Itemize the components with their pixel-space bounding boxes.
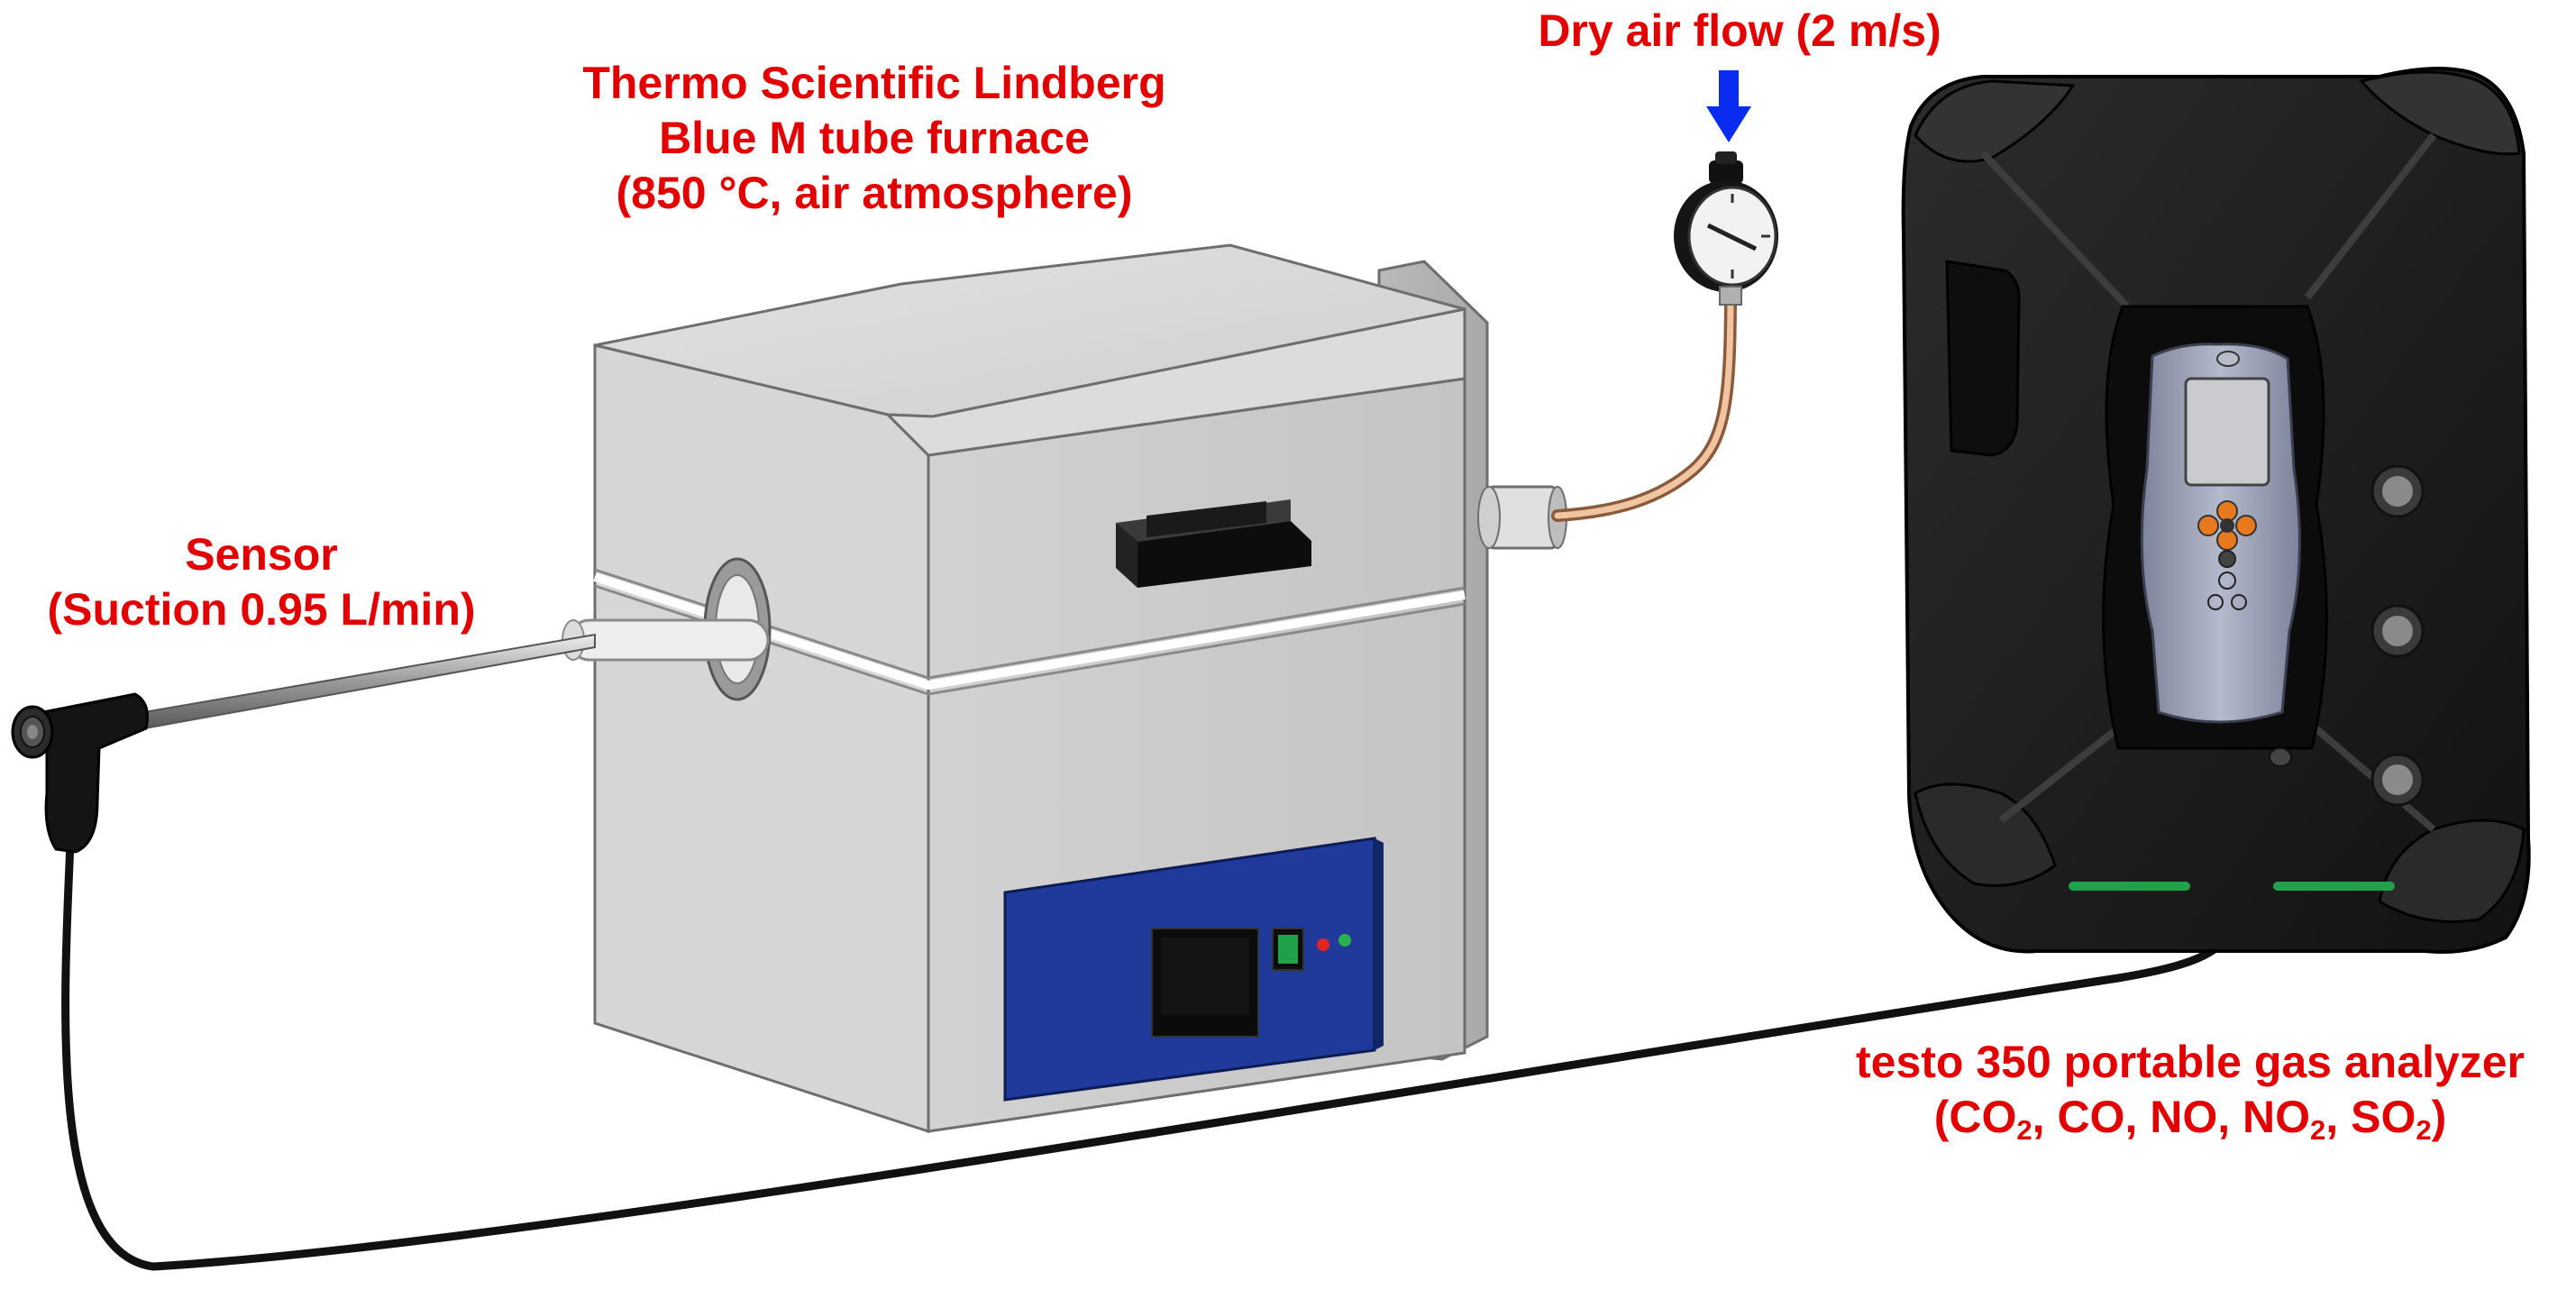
indicator-light-red — [1317, 938, 1329, 951]
air-flow-label: Dry air flow (2 m/s) — [1469, 4, 2010, 59]
analyzer-label-line-1: testo 350 portable gas analyzer — [1856, 1037, 2525, 1087]
sensor-label-line-2: (Suction 0.95 L/min) — [47, 584, 476, 635]
furnace-label-line-2: Blue M tube furnace — [659, 113, 1090, 163]
gas-analyzer — [1901, 67, 2531, 954]
analyzer-gas-list: (CO2, CO, NO, NO2, SO2) — [1933, 1092, 2447, 1146]
display-screen — [2184, 377, 2270, 487]
probe-handle — [41, 692, 149, 854]
furnace-left-face — [593, 343, 930, 1134]
indicator-light-green — [1338, 934, 1351, 947]
analyzer-label: testo 350 portable gas analyzer (CO2, CO… — [1803, 1035, 2576, 1145]
pressure-gauge-icon — [1674, 151, 1778, 306]
status-led-right — [2273, 882, 2395, 891]
gas-item: CO2, — [1949, 1092, 2058, 1146]
sensor-label: Sensor (Suction 0.95 L/min) — [9, 527, 514, 637]
status-led-left — [2069, 882, 2190, 891]
down-arrow-icon — [1706, 70, 1751, 142]
air-flow-label-line-1: Dry air flow (2 m/s) — [1538, 5, 1941, 56]
gas-item: SO2 — [2351, 1092, 2432, 1146]
furnace-label: Thermo Scientific Lindberg Blue M tube f… — [505, 56, 1244, 221]
gas-item: CO, — [2057, 1092, 2151, 1142]
control-panel — [1003, 837, 1384, 1102]
furnace-bevel — [884, 307, 1466, 457]
sensor-cable — [61, 838, 2240, 1271]
furnace-label-line-1: Thermo Scientific Lindberg — [582, 58, 1166, 108]
sensor-label-line-1: Sensor — [185, 529, 338, 580]
furnace-label-line-3: (850 °C, air atmosphere) — [616, 168, 1133, 218]
gas-item: NO, — [2150, 1092, 2243, 1142]
probe-rod — [143, 633, 596, 730]
furnace-handle — [1116, 499, 1311, 588]
gas-connectors — [2370, 464, 2425, 807]
sensor-probe — [11, 618, 770, 854]
gas-item: NO2, — [2243, 1092, 2352, 1146]
tube-furnace — [593, 243, 1567, 1134]
keypad — [2197, 500, 2257, 610]
air-supply-tube — [1551, 282, 1737, 522]
